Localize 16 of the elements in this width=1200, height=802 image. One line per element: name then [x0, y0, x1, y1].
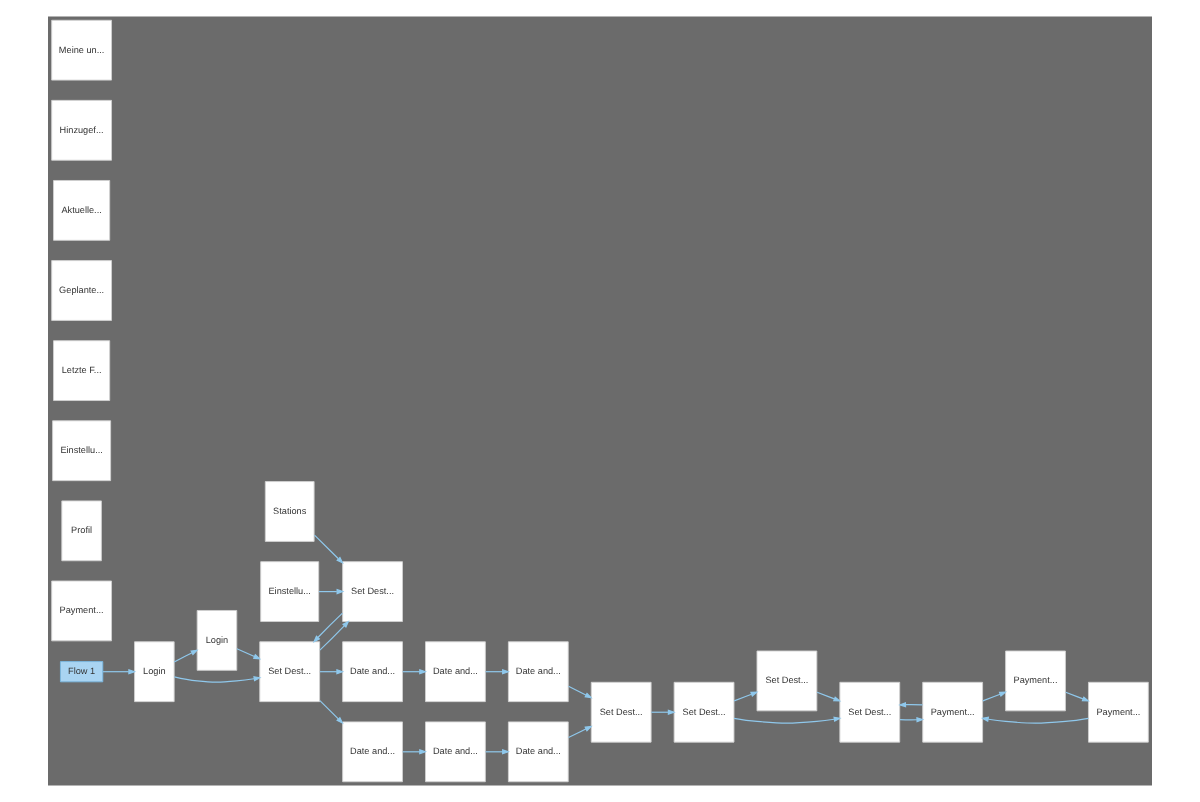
arrow	[312, 612, 344, 643]
arrow	[319, 620, 350, 651]
arrow	[733, 691, 759, 702]
arrow	[567, 725, 593, 739]
arrow	[982, 691, 1008, 702]
arrow	[319, 700, 344, 725]
arrow	[313, 534, 344, 565]
arrow	[1065, 691, 1090, 702]
arrow	[733, 716, 842, 724]
arrow	[816, 691, 842, 702]
arrow	[173, 676, 262, 683]
arrow	[173, 649, 199, 663]
arrow	[980, 716, 1089, 724]
arrow	[236, 648, 262, 660]
arrow	[567, 685, 593, 699]
arrow	[102, 668, 137, 675]
